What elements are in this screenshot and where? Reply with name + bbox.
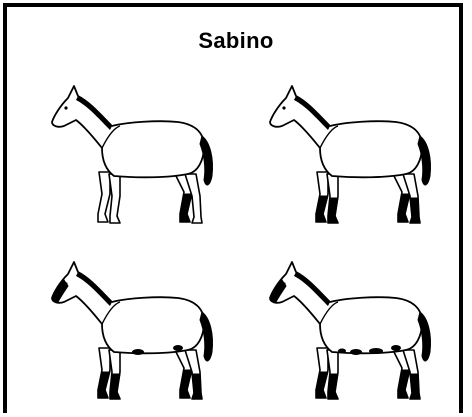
horse-drawing [246,252,436,412]
belly-spot [132,349,144,355]
belly-spot [350,349,362,355]
leg-fore-near [109,174,120,223]
horse-drawing [246,76,436,236]
belly-spot [173,345,183,351]
horse-illustration-4 [246,252,436,412]
belly-spot [369,348,383,354]
leg-fore-near [327,174,338,223]
leg-fore-far [98,172,110,222]
leg-fore-far [98,348,110,398]
belly-spot [338,349,346,354]
horse-illustration-1 [28,76,218,236]
horse-body-outline [52,86,204,177]
eye [64,106,67,109]
eye [282,106,285,109]
figure-title: Sabino [0,28,472,54]
horse-illustration-2 [246,76,436,236]
horse-drawing [28,76,218,236]
belly-spot [391,345,401,351]
leg-fore-near [327,350,338,399]
leg-fore-far [316,172,328,222]
horse-illustration-3 [28,252,218,412]
leg-fore-far [316,348,328,398]
horse-body-outline [52,262,204,353]
leg-fore-near [109,350,120,399]
horse-drawing [28,252,218,412]
horse-body-outline [270,86,422,177]
horse-body-outline [270,262,422,353]
